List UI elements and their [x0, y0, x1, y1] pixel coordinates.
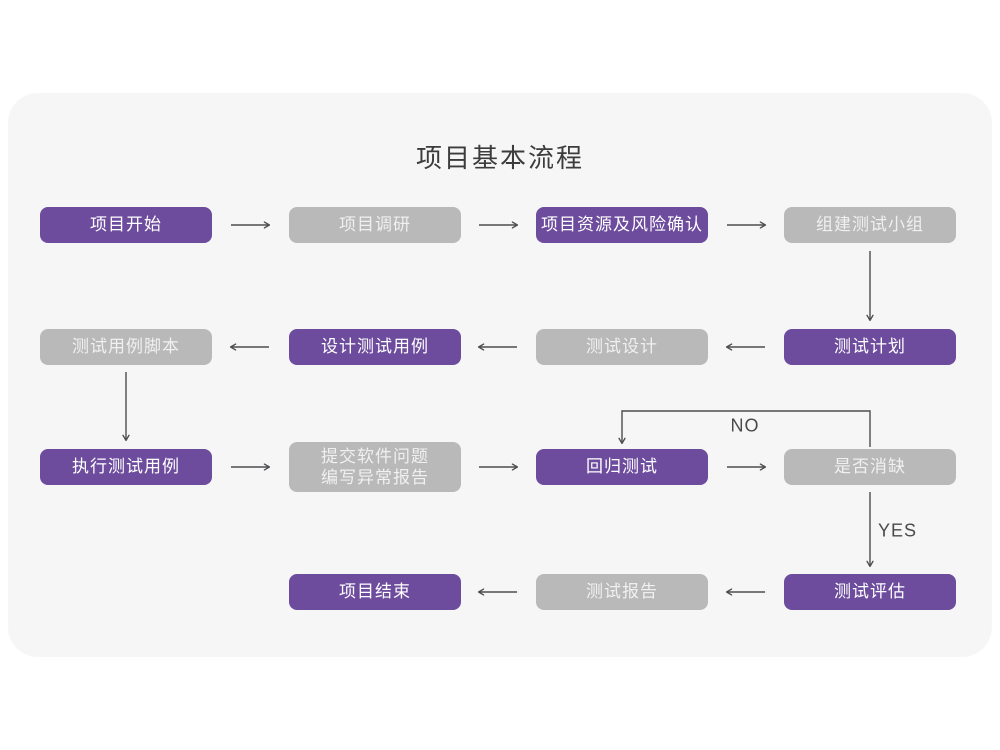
- node-test-evaluation: 测试评估: [784, 574, 956, 610]
- node-test-plan: 测试计划: [784, 329, 956, 365]
- node-project-end: 项目结束: [289, 574, 461, 610]
- node-resources-risk-confirm: 项目资源及风险确认: [536, 207, 708, 243]
- node-design-test-cases: 设计测试用例: [289, 329, 461, 365]
- node-project-start: 项目开始: [40, 207, 212, 243]
- node-submit-issues-report: 提交软件问题 编写异常报告: [289, 442, 461, 492]
- node-project-research: 项目调研: [289, 207, 461, 243]
- node-defect-cleared-decision: 是否消缺: [784, 449, 956, 485]
- node-test-case-script: 测试用例脚本: [40, 329, 212, 365]
- node-build-test-team: 组建测试小组: [784, 207, 956, 243]
- flowchart-card: [8, 93, 992, 657]
- node-test-design: 测试设计: [536, 329, 708, 365]
- edge-label-yes: YES: [878, 520, 918, 541]
- node-execute-test-cases: 执行测试用例: [40, 449, 212, 485]
- node-test-report: 测试报告: [536, 574, 708, 610]
- page-title: 项目基本流程: [415, 143, 584, 173]
- edge-label-no: NO: [730, 415, 760, 436]
- node-regression-test: 回归测试: [536, 449, 708, 485]
